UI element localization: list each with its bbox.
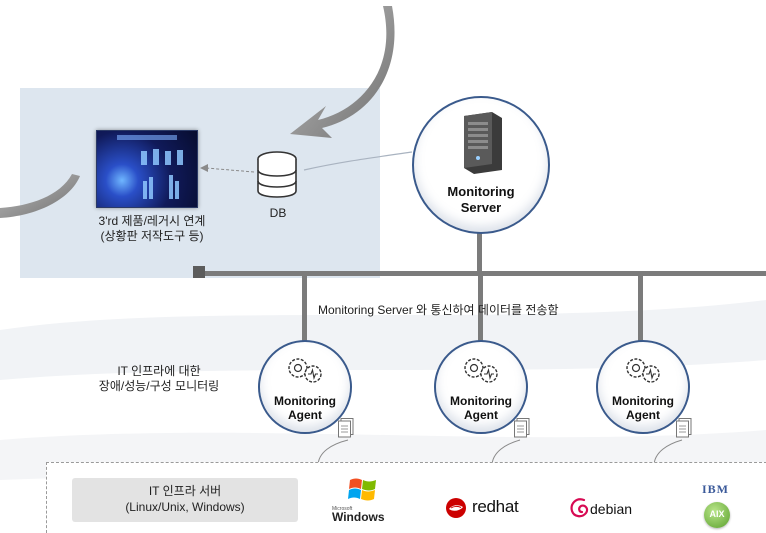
infra-servers-box: IT 인프라 서버 (Linux/Unix, Windows) bbox=[72, 478, 298, 522]
dashboard-bar bbox=[153, 149, 159, 165]
database-icon bbox=[257, 151, 297, 198]
aix-text: AIX bbox=[709, 509, 725, 519]
infra-note-line1: IT 인프라에 대한 bbox=[117, 364, 201, 378]
bus-endpoint bbox=[193, 266, 205, 278]
top-curved-arrow bbox=[290, 6, 395, 138]
db-label: DB bbox=[269, 206, 287, 220]
dashboard-bar bbox=[175, 181, 179, 199]
aix-badge: AIX bbox=[704, 502, 730, 528]
agent-title-line1: Monitoring bbox=[450, 394, 512, 408]
agent-title-line2: Agent bbox=[626, 408, 660, 422]
redhat-logo: redhat bbox=[444, 496, 534, 520]
server-db-connector bbox=[303, 151, 413, 171]
agent-drop-3 bbox=[638, 275, 643, 343]
agent-title-line1: Monitoring bbox=[274, 394, 336, 408]
redhat-text: redhat bbox=[472, 497, 519, 516]
windows-small-text: Microsoft bbox=[332, 506, 353, 512]
dashboard-bar bbox=[149, 177, 153, 199]
windows-flag-icon bbox=[348, 478, 376, 501]
monitoring-agent-node: Monitoring Agent bbox=[434, 340, 528, 434]
ibm-text: IBM bbox=[702, 482, 729, 496]
server-title-line1: Monitoring bbox=[447, 184, 515, 199]
dashboard-bar bbox=[165, 151, 171, 165]
gears-icon bbox=[464, 358, 498, 383]
server-title-line2: Server bbox=[460, 200, 502, 215]
db-dashboard-arrowhead bbox=[200, 164, 208, 172]
dashboard-bar bbox=[177, 150, 183, 165]
server-bus-drop bbox=[477, 212, 482, 274]
windows-text: Windows bbox=[332, 510, 385, 524]
windows-logo: Microsoft Windows bbox=[330, 476, 390, 526]
agent-title-line1: Monitoring bbox=[612, 394, 674, 408]
document-icon bbox=[338, 418, 354, 438]
infra-note: IT 인프라에 대한 장애/성능/구성 모니터링 bbox=[74, 364, 244, 394]
agent-drop-2 bbox=[478, 275, 483, 343]
server-tower-icon bbox=[464, 112, 502, 174]
redhat-hat-icon bbox=[446, 498, 466, 518]
left-curved-arrow bbox=[0, 174, 80, 218]
legacy-label: 3'rd 제품/레거시 연계 (상황판 저작도구 등) bbox=[72, 214, 232, 244]
db-dashboard-connector bbox=[205, 167, 255, 173]
document-icon bbox=[514, 418, 530, 438]
legacy-label-line2: (상황판 저작도구 등) bbox=[100, 229, 204, 243]
gears-icon bbox=[288, 358, 322, 383]
legacy-label-line1: 3'rd 제품/레거시 연계 bbox=[98, 214, 206, 228]
monitoring-agent-node: Monitoring Agent bbox=[596, 340, 690, 434]
document-icon bbox=[676, 418, 692, 438]
background-swoosh bbox=[0, 300, 766, 380]
dashboard-bar bbox=[169, 175, 173, 199]
dashboard-bar bbox=[143, 181, 147, 199]
infra-servers-line2: (Linux/Unix, Windows) bbox=[125, 500, 245, 514]
dashboard-bar bbox=[141, 151, 147, 165]
gears-icon bbox=[626, 358, 660, 383]
monitoring-server-node: Monitoring Server bbox=[412, 96, 550, 234]
monitoring-agent-node: Monitoring Agent bbox=[258, 340, 352, 434]
infra-note-line2: 장애/성능/구성 모니터링 bbox=[98, 379, 220, 393]
agent-title-line2: Agent bbox=[288, 408, 322, 422]
debian-swirl-icon bbox=[570, 498, 589, 518]
debian-logo: debian bbox=[568, 494, 648, 522]
bus-caption: Monitoring Server 와 통신하여 데이터를 전송함 bbox=[318, 303, 559, 317]
dashboard-thumbnail bbox=[96, 130, 198, 208]
ibm-aix-logo: IBM AIX bbox=[698, 482, 742, 532]
agent-title-line2: Agent bbox=[464, 408, 498, 422]
debian-text: debian bbox=[590, 501, 633, 517]
agent-drop-1 bbox=[302, 275, 307, 343]
dashboard-title-strip bbox=[117, 135, 177, 140]
infra-servers-line1: IT 인프라 서버 bbox=[148, 484, 222, 498]
